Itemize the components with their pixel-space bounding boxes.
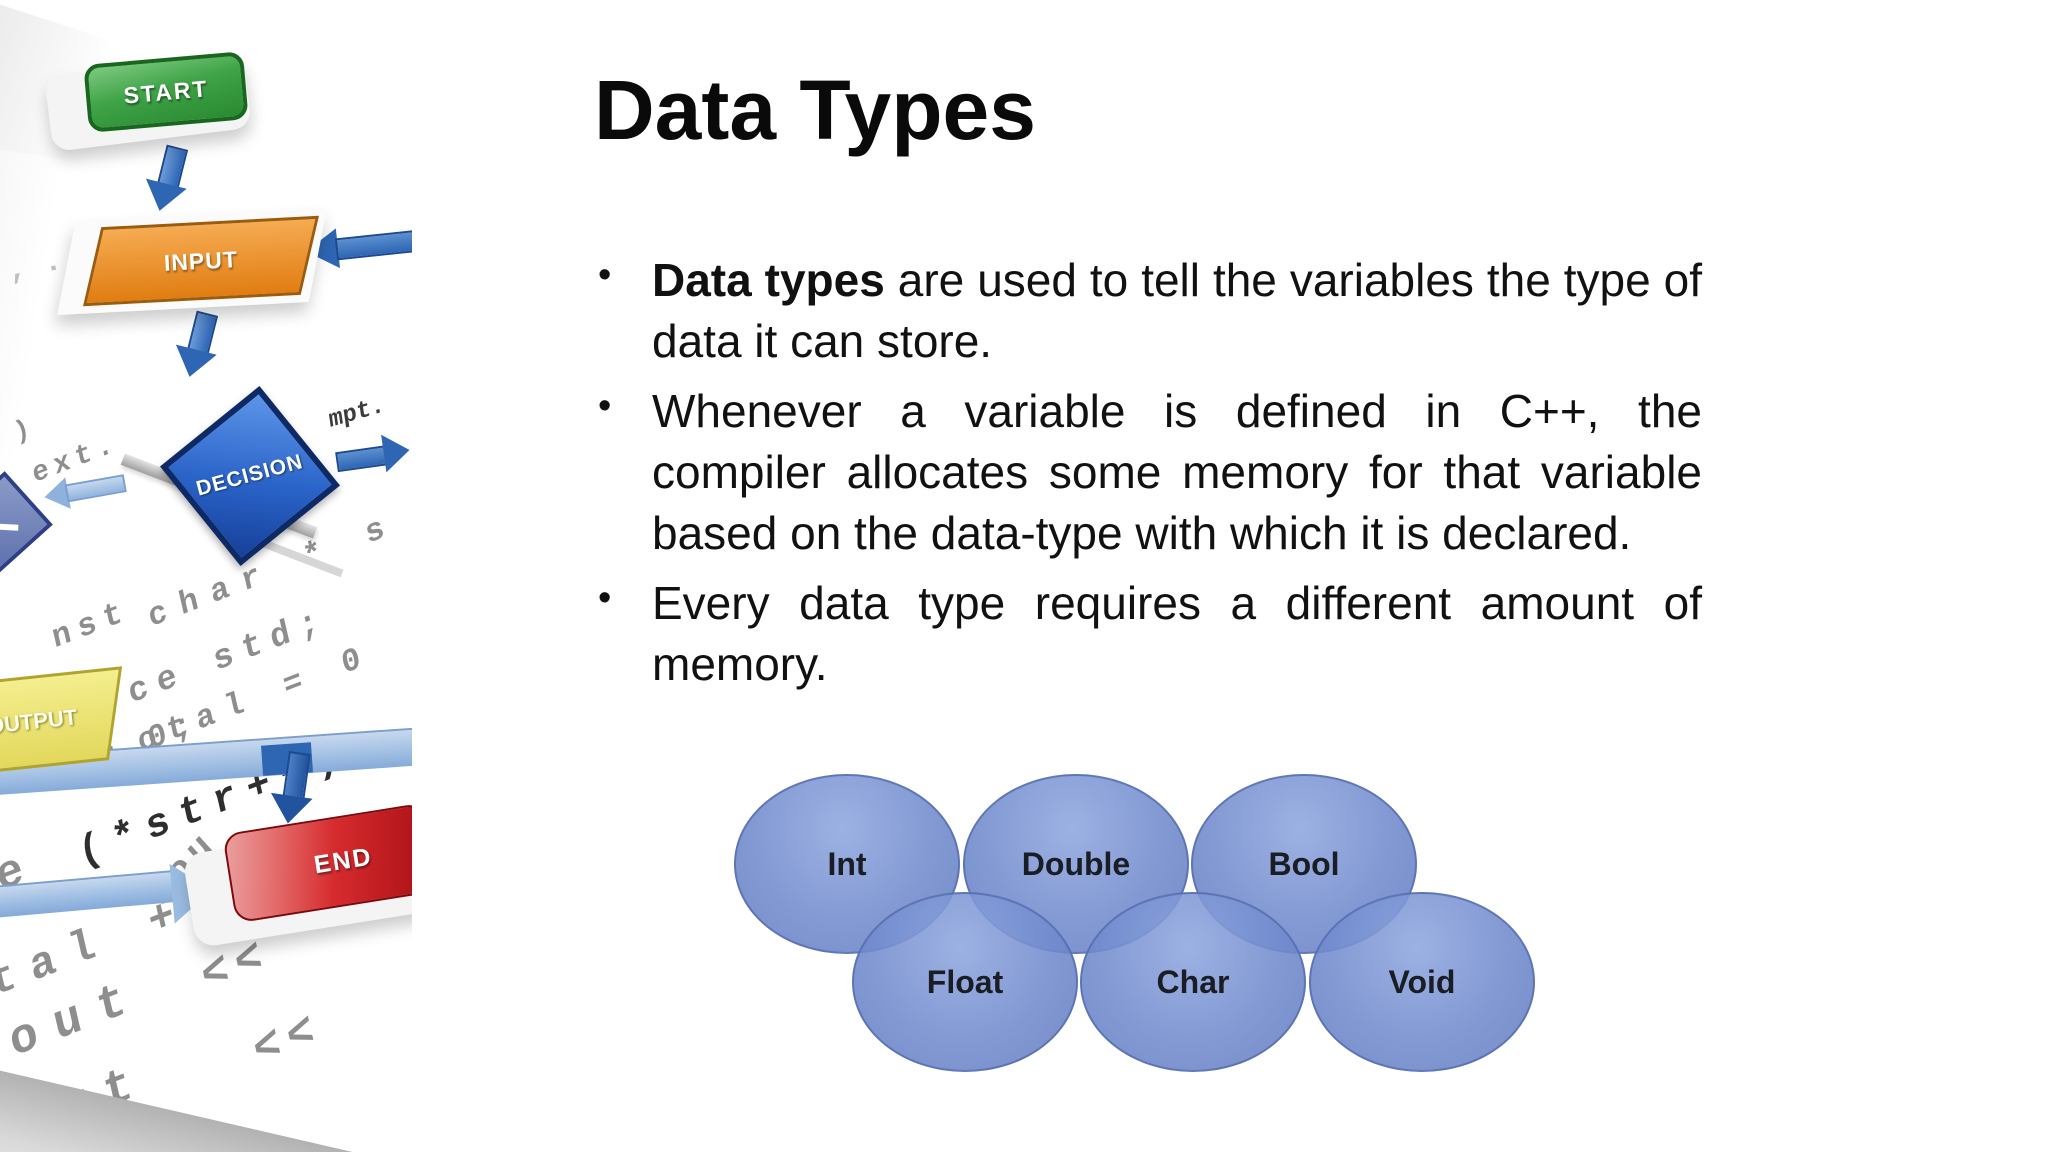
node-label: OUTPUT [0, 704, 79, 739]
code-fragment: mpt. [327, 392, 387, 435]
bullet-text: Every data type requires a different amo… [652, 577, 1702, 690]
datatype-label: Int [827, 845, 867, 882]
arrow-right-icon [334, 431, 412, 481]
arrow-down-icon [267, 749, 320, 827]
arrow-down-icon [138, 142, 198, 221]
node-label: DECISION [193, 450, 306, 501]
arrow-shaft [335, 445, 388, 473]
datatype-label: Float [926, 963, 1004, 1000]
bullet-item: Data types are used to tell the variable… [596, 245, 1703, 372]
slide-title: Data Types [594, 63, 1036, 157]
datatype-label: Double [1021, 845, 1131, 882]
flowchart-node-start: START [83, 51, 249, 133]
bullet-text: are used to tell the variables the type … [652, 254, 1703, 367]
arrow-down-icon [168, 308, 228, 387]
bullet-item: Whenever a variable is defined in C++, t… [596, 376, 1702, 564]
datatype-circle-char: Char [1080, 892, 1306, 1072]
node-label: INPUT [163, 245, 239, 276]
datatype-label: Char [1156, 963, 1230, 1000]
paper-edge-decor [0, 139, 95, 491]
flowchart-node-input: INPUT [83, 215, 319, 307]
datatype-label: Void [1388, 963, 1456, 1000]
datatype-label: Bool [1268, 845, 1340, 882]
flowchart-illustration: , . ) ext. mpt. char * s nst ce std; ota… [0, 0, 412, 1152]
datatype-diagram: Int Double Bool Float Char Void [648, 752, 1580, 1096]
arrow-head [381, 431, 412, 473]
datatype-circle-void: Void [1309, 892, 1535, 1072]
page-curl-shadow [0, 1066, 412, 1152]
bullet-bold-text: Data types [652, 254, 885, 306]
node-label: END [311, 841, 375, 879]
bullet-item: Every data type requires a different amo… [596, 568, 1702, 695]
arrow-shaft [282, 750, 311, 800]
node-label: START [122, 74, 210, 109]
bullet-list: Data types are used to tell the variable… [596, 245, 1703, 704]
code-fragment: nst [48, 591, 134, 658]
code-fragment: << [248, 1001, 327, 1079]
datatype-circle-float: Float [852, 892, 1078, 1072]
bullet-text: Whenever a variable is defined in C++, t… [652, 385, 1702, 559]
arrow-shaft [334, 230, 412, 261]
arrow-shaft [64, 474, 127, 503]
